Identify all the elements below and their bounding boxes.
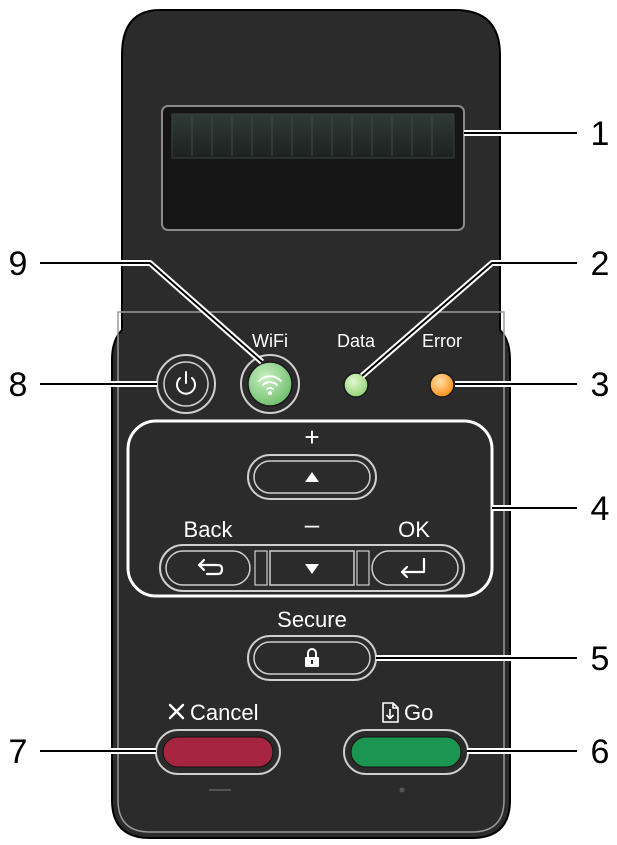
- data-label: Data: [337, 331, 376, 351]
- go-label: Go: [382, 700, 433, 725]
- back-arrow-icon: [197, 558, 224, 576]
- cancel-label: Cancel: [168, 700, 258, 725]
- lower-panel-bezel: [117, 311, 505, 833]
- callout-4: 4: [591, 490, 610, 528]
- back-button[interactable]: [165, 550, 251, 586]
- bottom-dot-marker: [399, 787, 405, 793]
- x-icon: [168, 703, 185, 720]
- callout-8: 8: [9, 366, 28, 404]
- wifi-icon: [258, 375, 282, 390]
- go-button[interactable]: [343, 729, 469, 775]
- down-button[interactable]: [269, 550, 355, 586]
- power-button[interactable]: [156, 354, 216, 414]
- callout-2: 2: [591, 245, 610, 283]
- ok-divider: [356, 550, 370, 586]
- callout-9: 9: [9, 245, 28, 283]
- back-divider: [254, 550, 268, 586]
- cancel-button[interactable]: [155, 729, 281, 775]
- up-button[interactable]: [247, 454, 377, 500]
- lcd-display: [161, 105, 465, 231]
- padlock-icon: [305, 648, 319, 667]
- callout-6: 6: [591, 733, 610, 771]
- data-led: [343, 372, 369, 398]
- ok-button[interactable]: [371, 550, 459, 586]
- callout-5: 5: [591, 640, 610, 678]
- plus-label: +: [304, 422, 319, 452]
- callout-1: 1: [591, 115, 610, 153]
- power-icon: [176, 371, 196, 395]
- enter-arrow-icon: [400, 557, 426, 579]
- bottom-dash-marker: [209, 789, 231, 791]
- document-download-icon: [382, 702, 399, 723]
- secure-label: Secure: [277, 607, 347, 632]
- triangle-down-icon: [305, 564, 319, 574]
- cancel-label-text: Cancel: [190, 700, 258, 725]
- back-label: Back: [184, 517, 234, 542]
- minus-label: –: [305, 509, 320, 539]
- callout-7: 7: [9, 733, 28, 771]
- wifi-label: WiFi: [252, 331, 288, 351]
- ok-label: OK: [398, 517, 430, 542]
- error-label: Error: [422, 331, 462, 351]
- callout-leader-lines: [40, 130, 577, 754]
- error-led: [429, 372, 455, 398]
- callout-3: 3: [591, 366, 610, 404]
- go-label-text: Go: [404, 700, 433, 725]
- wifi-button[interactable]: [240, 354, 300, 414]
- triangle-up-icon: [305, 472, 319, 482]
- secure-button[interactable]: [247, 635, 377, 681]
